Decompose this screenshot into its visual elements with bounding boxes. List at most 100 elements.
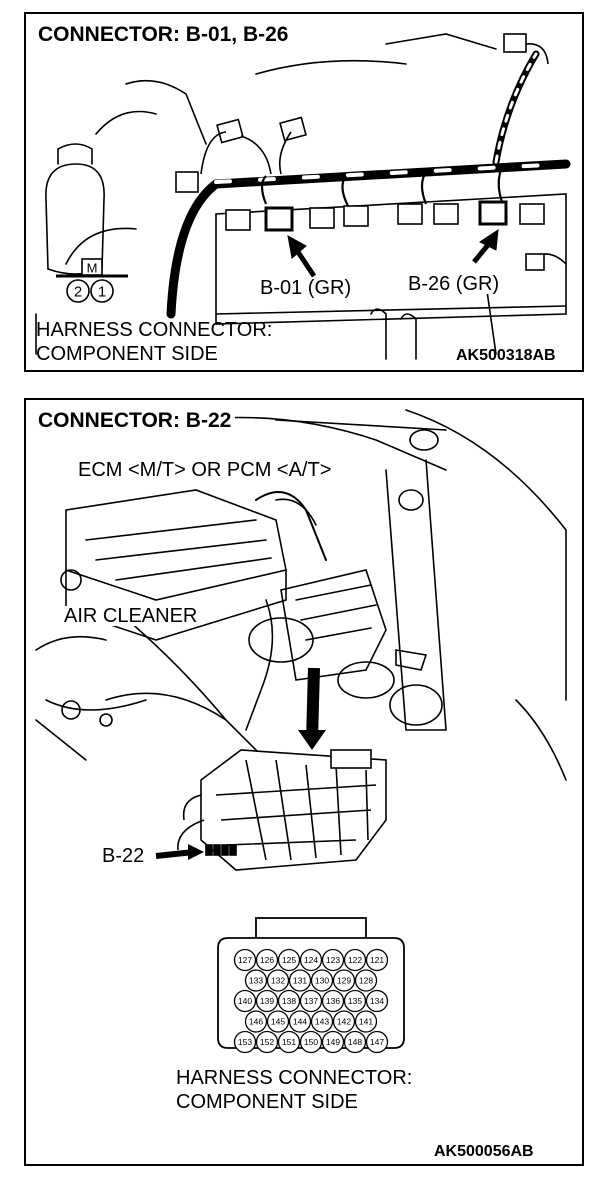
pin-cavity <box>354 1010 378 1033</box>
pin-cavity <box>233 948 257 972</box>
pin-number-label: 146 <box>249 1017 263 1027</box>
connector-b26 <box>478 200 508 226</box>
pin-number-label: 126 <box>260 955 274 965</box>
ecm-in-bay <box>280 569 387 681</box>
pin-number-label: 127 <box>238 955 252 965</box>
pin-number-label: 131 <box>293 976 307 986</box>
pin-number-label: 139 <box>260 996 274 1006</box>
pin-number-label: 141 <box>359 1017 373 1027</box>
pin-cavity <box>255 948 279 972</box>
connector-marker-label: M <box>87 261 98 276</box>
figure-code: AK500056AB <box>434 1143 534 1160</box>
pin-cavity <box>299 1030 323 1054</box>
harness-connector <box>519 203 545 225</box>
pin-cavity <box>321 948 345 972</box>
harness-connector <box>309 207 335 229</box>
pin-cavity <box>310 1010 334 1033</box>
pin-cavity <box>233 1030 257 1054</box>
pin-cavity <box>332 1010 356 1033</box>
pin-cavity <box>266 1010 290 1033</box>
panel-title: CONNECTOR: B-22 <box>34 410 236 431</box>
engine-harness-illustration: M 2 1 <box>35 33 571 360</box>
pin-cavity <box>365 1030 389 1054</box>
harness-caption-line1: HARNESS CONNECTOR: <box>36 319 273 341</box>
pin-cavity <box>321 1030 345 1054</box>
pin-cavity <box>299 989 323 1013</box>
pin-number-label: 132 <box>271 976 285 986</box>
branch-connector <box>216 118 244 144</box>
pin-cavity <box>277 948 301 972</box>
pin-number-label: 147 <box>370 1037 384 1047</box>
pin-number-label: 125 <box>282 955 296 965</box>
pin-label: 2 <box>74 284 82 301</box>
pin-cavity <box>310 969 334 992</box>
pin-number-label: 153 <box>238 1037 252 1047</box>
reservoir-tank <box>45 163 105 275</box>
connector-b01-b26-panel: M 2 1 CONNECTOR: B-01, B-26 B-01 (GR) B-… <box>24 12 584 372</box>
harness-connector <box>525 253 545 271</box>
pin-number-label: 136 <box>326 996 340 1006</box>
pin-number-label: 122 <box>348 955 362 965</box>
harness-connector <box>225 209 251 231</box>
pin-number-label: 151 <box>282 1037 296 1047</box>
main-wire-harness <box>166 159 571 319</box>
pin-number-label: 143 <box>315 1017 329 1027</box>
pin-number-label: 128 <box>359 976 373 986</box>
pin-number-label: 140 <box>238 996 252 1006</box>
harness-connector <box>343 205 369 227</box>
pin-cavity <box>288 969 312 992</box>
pin-cavity <box>365 989 389 1013</box>
ecm-detail-drawing <box>177 749 387 871</box>
pin-number-label: 121 <box>370 955 384 965</box>
pin-cavity <box>244 969 268 992</box>
pin-label: 1 <box>98 284 106 301</box>
harness-caption-line2: COMPONENT SIDE <box>36 343 218 365</box>
pin-cavity <box>233 989 257 1013</box>
ecm-label: ECM <M/T> OR PCM <A/T> <box>76 459 334 481</box>
callout-b26: B-26 (GR) <box>406 273 502 295</box>
pin-cavity <box>321 989 345 1013</box>
pin-cavity <box>332 969 356 992</box>
pin-cavity <box>277 1030 301 1054</box>
pin-number-label: 138 <box>282 996 296 1006</box>
pin-number-label: 135 <box>348 996 362 1006</box>
pin-cavity <box>354 969 378 992</box>
callout-b01: B-01 (GR) <box>258 277 354 299</box>
pin-number-label: 123 <box>326 955 340 965</box>
pin-number-label: 142 <box>337 1017 351 1027</box>
connector-b01 <box>264 206 294 232</box>
pin-number-label: 149 <box>326 1037 340 1047</box>
pin-number-label: 134 <box>370 996 384 1006</box>
ecm-pointer-arrow <box>306 667 320 741</box>
figure-code: AK500318AB <box>456 347 556 364</box>
pin-number-label: 148 <box>348 1037 362 1047</box>
pin-cavity <box>343 948 367 972</box>
harness-connector <box>433 203 459 225</box>
branch-connector <box>503 33 527 53</box>
pin-cavity <box>244 1010 268 1033</box>
harness-caption-line2: COMPONENT SIDE <box>176 1091 358 1113</box>
pin-number-label: 124 <box>304 955 318 965</box>
b22-pointer-arrow <box>155 849 195 859</box>
pin-number-label: 152 <box>260 1037 274 1047</box>
harness-connector <box>397 203 423 225</box>
pin-number-label: 129 <box>337 976 351 986</box>
pin-cavity <box>299 948 323 972</box>
connector-callout-b22: B-22 <box>102 845 145 867</box>
pin-number-label: 150 <box>304 1037 318 1047</box>
pin-cavity <box>255 989 279 1013</box>
pin-cavity <box>288 1010 312 1033</box>
pin-cavity <box>277 989 301 1013</box>
pin-cavity <box>255 1030 279 1054</box>
pin-cavity <box>266 969 290 992</box>
pin-cavity <box>343 1030 367 1054</box>
pin-cavity <box>343 989 367 1013</box>
pin-number-label: 137 <box>304 996 318 1006</box>
air-cleaner-label: AIR CLEANER <box>62 605 200 627</box>
pin-number-label: 144 <box>293 1017 307 1027</box>
branch-connector <box>279 116 307 142</box>
panel-title: CONNECTOR: B-01, B-26 <box>34 24 293 45</box>
